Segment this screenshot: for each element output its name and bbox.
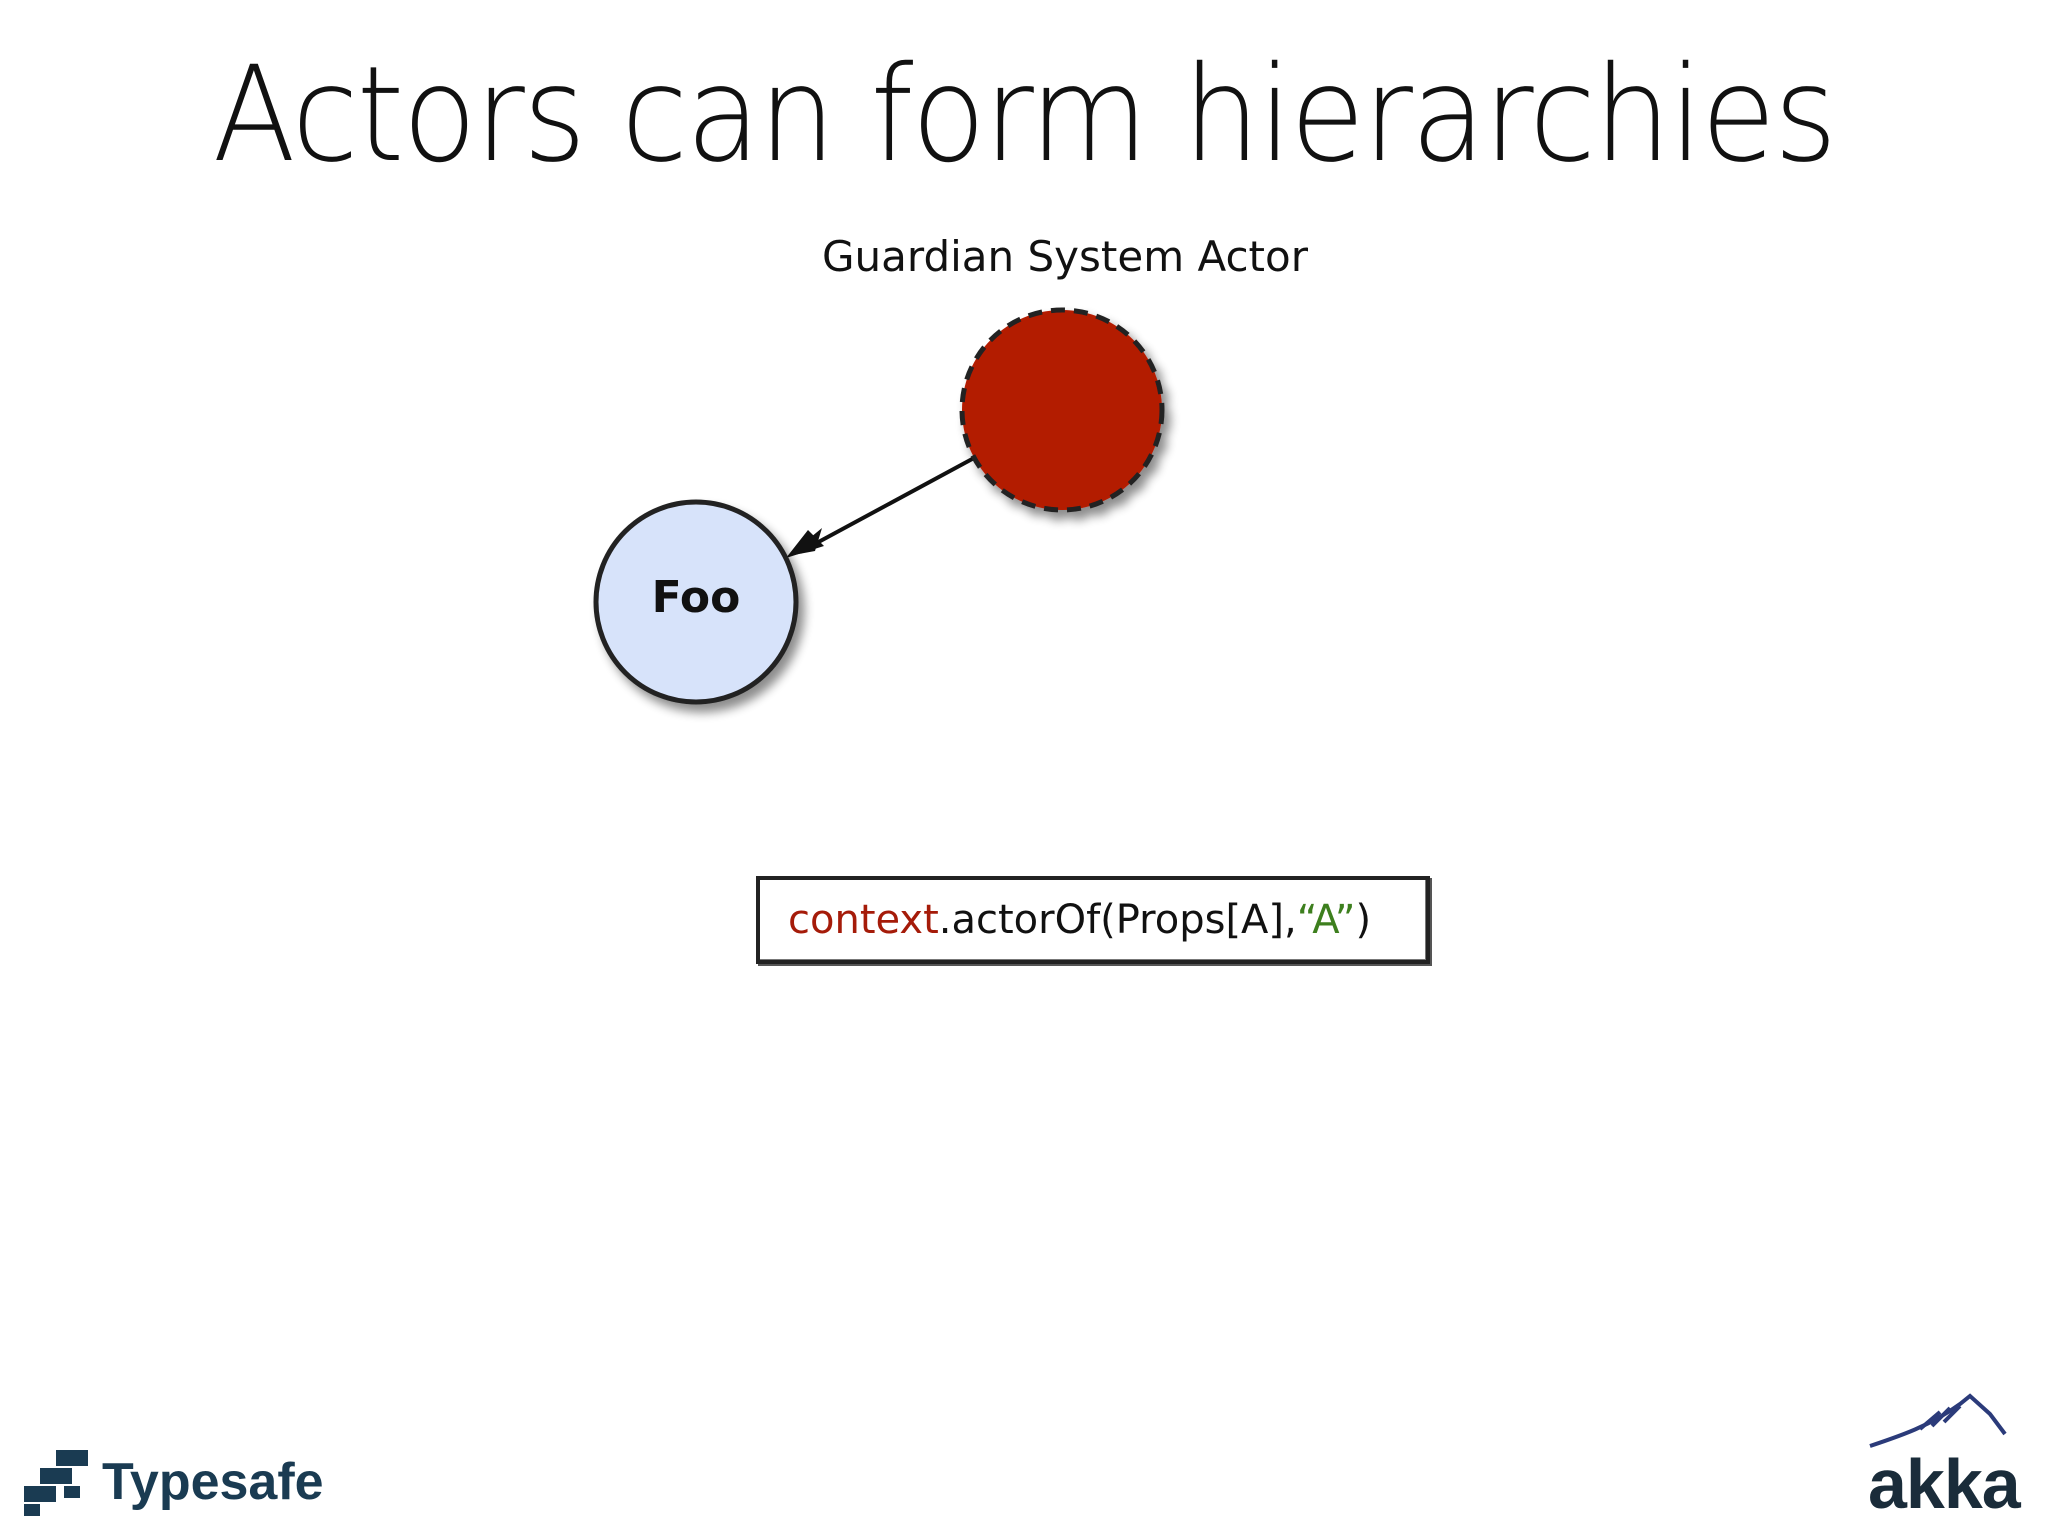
guardian-actor-node [959,307,1165,513]
foo-actor-label: Foo [651,572,741,623]
akka-logo: akka [1860,1384,2030,1524]
code-string: “A” [1296,897,1356,943]
typesafe-logo: Typesafe [20,1446,324,1518]
akka-mountain-icon [1869,1393,2007,1448]
arrow-head-fill [786,530,824,558]
foo-actor-node [593,499,799,705]
typesafe-logo-icon [24,1450,88,1516]
parent-child-arrow [799,456,975,554]
typesafe-logo-text: Typesafe [102,1453,324,1511]
akka-logo-text: akka [1868,1445,2021,1523]
code-call: .actorOf(Props[A], [938,897,1297,943]
slide-title: Actors can form hierarchies [212,38,1838,192]
code-snippet: context.actorOf(Props[A],“A”) [756,876,1430,964]
code-end: ) [1355,897,1372,943]
code-keyword: context [788,897,939,943]
guardian-system-actor-label: Guardian System Actor [822,232,1308,281]
